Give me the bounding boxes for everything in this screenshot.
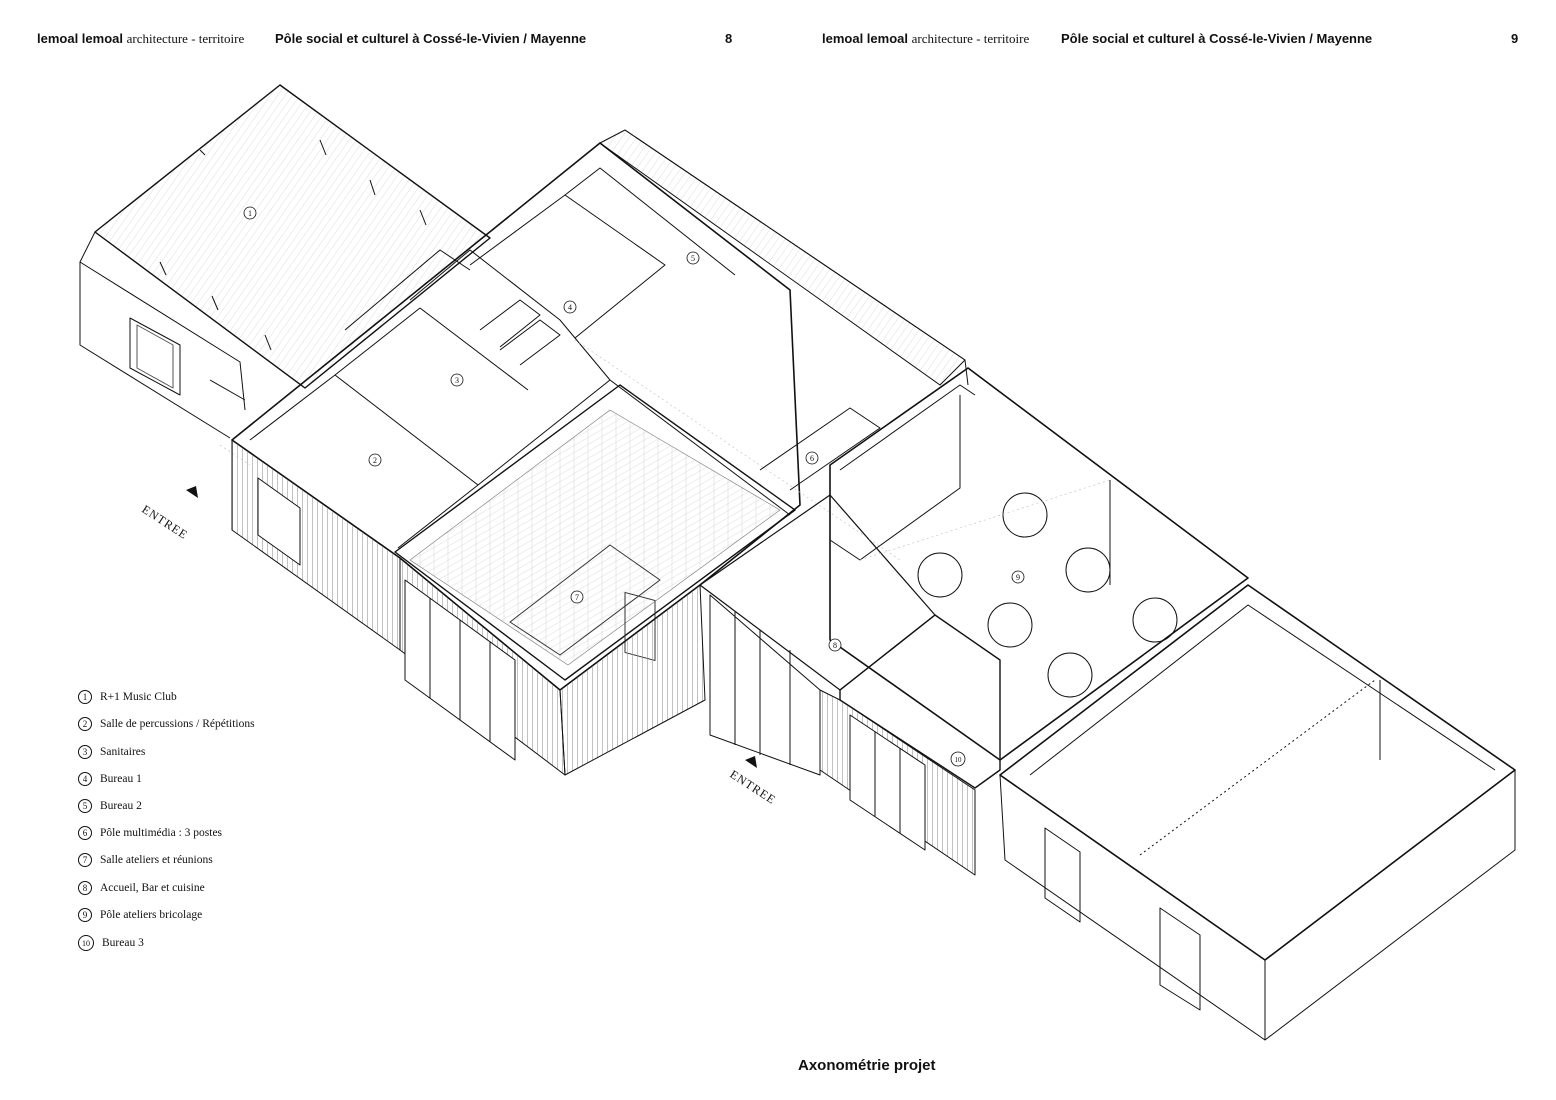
legend-label: Sanitaires <box>100 746 146 758</box>
legend-label: Bureau 3 <box>102 937 144 949</box>
legend-item: 1 R+1 Music Club <box>78 690 177 704</box>
legend-item: 2 Salle de percussions / Répétitions <box>78 717 255 731</box>
legend-label: Salle ateliers et réunions <box>100 854 213 866</box>
room-tag-7: 7 <box>570 590 584 604</box>
wing-workshop <box>829 367 1249 761</box>
entree-arrow-left-icon <box>186 486 198 498</box>
legend-number: 7 <box>78 853 92 867</box>
page-number-right: 9 <box>1511 31 1519 46</box>
firm-name-rest: architecture - territoire <box>911 31 1030 46</box>
firm-name-bold: lemoal lemoal <box>37 31 123 46</box>
legend-number: 8 <box>78 881 92 895</box>
legend-number: 2 <box>78 717 92 731</box>
header-right-project: Pôle social et culturel à Cossé-le-Vivie… <box>1061 31 1372 46</box>
legend-label: Pôle ateliers bricolage <box>100 909 203 921</box>
room-tag-5: 5 <box>686 251 700 265</box>
legend-number: 4 <box>78 772 92 786</box>
project-title: Pôle social et culturel à Cossé-le-Vivie… <box>275 31 587 46</box>
wing-music-club <box>79 84 491 439</box>
header-left-firm: lemoal lemoal architecture - territoire <box>37 31 244 47</box>
svg-text:8: 8 <box>833 641 837 650</box>
entree-arrow-right-icon <box>745 756 757 768</box>
legend-number: 10 <box>78 935 94 951</box>
legend-item: 5 Bureau 2 <box>78 799 142 813</box>
ghost-lines <box>219 339 1111 561</box>
firm-name-rest: architecture - territoire <box>126 31 245 46</box>
room-tag-3: 3 <box>450 373 464 387</box>
header-left-project: Pôle social et culturel à Cossé-le-Vivie… <box>275 31 586 46</box>
legend-item: 9 Pôle ateliers bricolage <box>78 908 202 922</box>
legend-item: 6 Pôle multimédia : 3 postes <box>78 826 222 840</box>
firm-name-bold: lemoal lemoal <box>822 31 908 46</box>
legend-label: Accueil, Bar et cuisine <box>100 882 205 894</box>
header-right-firm: lemoal lemoal architecture - territoire <box>822 31 1029 47</box>
svg-text:4: 4 <box>568 303 572 312</box>
room-tag-10: 10 <box>950 751 966 767</box>
project-title: Pôle social et culturel à Cossé-le-Vivie… <box>1061 31 1373 46</box>
legend-item: 8 Accueil, Bar et cuisine <box>78 881 205 895</box>
room-tag-6: 6 <box>805 451 819 465</box>
svg-text:7: 7 <box>575 593 579 602</box>
legend-label: Bureau 2 <box>100 800 142 812</box>
svg-text:2: 2 <box>373 456 377 465</box>
svg-text:9: 9 <box>1016 573 1020 582</box>
room-tag-2: 2 <box>368 453 382 467</box>
legend-number: 3 <box>78 745 92 759</box>
legend-label: Pôle multimédia : 3 postes <box>100 827 223 839</box>
room-tag-8: 8 <box>828 638 842 652</box>
page-number-left: 8 <box>725 31 733 46</box>
svg-text:5: 5 <box>691 254 695 263</box>
core-facade <box>231 439 706 776</box>
legend-item: 7 Salle ateliers et réunions <box>78 853 213 867</box>
legend-label: Bureau 1 <box>100 773 142 785</box>
legend-item: 3 Sanitaires <box>78 745 145 759</box>
room-tag-1: 1 <box>243 206 257 220</box>
legend-number: 1 <box>78 690 92 704</box>
legend-item: 10 Bureau 3 <box>78 935 144 951</box>
room-tag-4: 4 <box>563 300 577 314</box>
legend-number: 9 <box>78 908 92 922</box>
wing-accueil <box>699 494 1001 876</box>
legend-item: 4 Bureau 1 <box>78 772 142 786</box>
room-tag-9: 9 <box>1011 570 1025 584</box>
legend-label: R+1 Music Club <box>100 691 177 703</box>
legend-label: Salle de percussions / Répétitions <box>100 718 255 730</box>
wing-open-hall <box>999 584 1516 1041</box>
legend-number: 6 <box>78 826 92 840</box>
legend-number: 5 <box>78 799 92 813</box>
svg-text:1: 1 <box>248 209 252 218</box>
svg-text:6: 6 <box>810 454 814 463</box>
svg-text:10: 10 <box>955 756 963 764</box>
figure-caption: Axonométrie projet <box>798 1057 936 1074</box>
svg-text:3: 3 <box>455 376 459 385</box>
core-rooms <box>231 129 969 691</box>
